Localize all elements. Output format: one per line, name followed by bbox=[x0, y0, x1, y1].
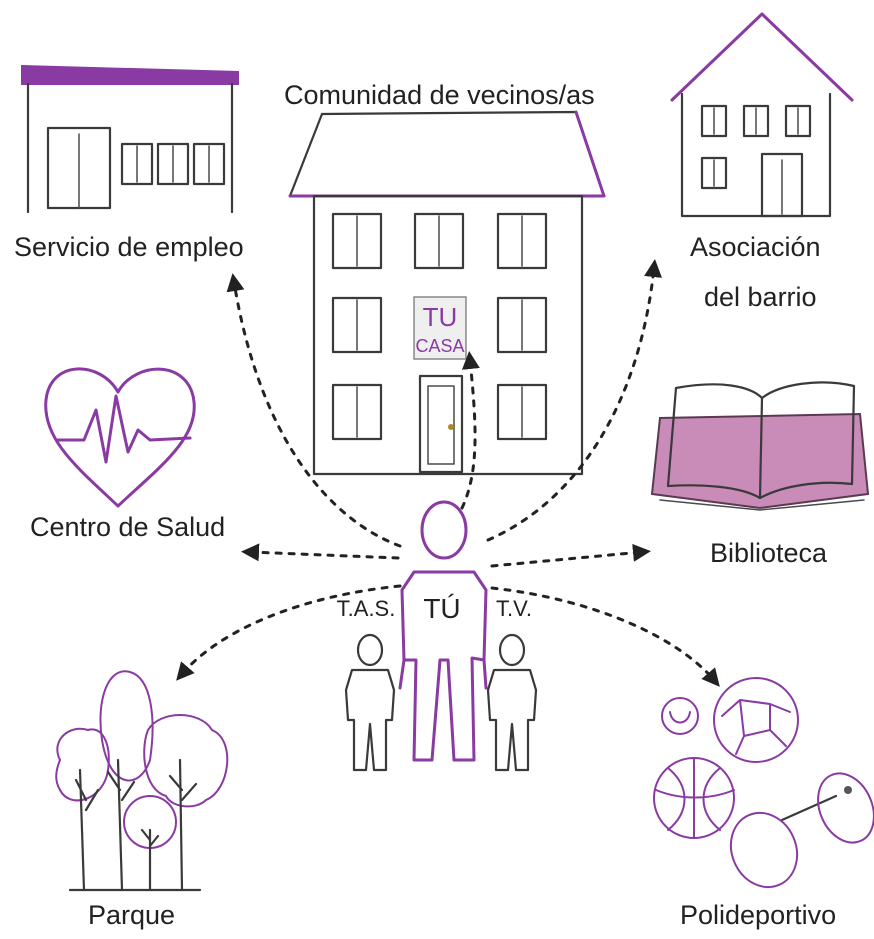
label-servicio-empleo: Servicio de empleo bbox=[14, 232, 244, 262]
label-parque: Parque bbox=[88, 900, 175, 930]
person-tas-figure bbox=[344, 633, 396, 772]
arrow-to-employment bbox=[226, 273, 402, 548]
trees-park-icon bbox=[55, 670, 229, 892]
arrow-to-health bbox=[241, 543, 400, 562]
label-tv: T.V. bbox=[496, 596, 532, 621]
employment-service-building-icon bbox=[21, 64, 239, 214]
label-comunidad: Comunidad de vecinos/as bbox=[284, 80, 595, 110]
apartment-building-icon bbox=[288, 110, 606, 476]
label-asociacion-line1: Asociación bbox=[690, 232, 821, 262]
label-biblioteca: Biblioteca bbox=[710, 538, 828, 568]
person-tv-figure bbox=[486, 633, 538, 772]
person-tu-figure bbox=[398, 500, 488, 762]
label-tu-casa-line2: CASA bbox=[415, 336, 464, 356]
label-tas: T.A.S. bbox=[337, 596, 396, 621]
book-library-icon bbox=[650, 381, 870, 511]
label-asociacion-line2: del barrio bbox=[704, 282, 817, 312]
neighborhood-association-house-icon bbox=[670, 12, 854, 218]
arrow-to-house bbox=[460, 351, 480, 510]
arrow-to-park bbox=[176, 584, 402, 681]
label-centro-salud: Centro de Salud bbox=[30, 512, 225, 542]
heart-health-icon bbox=[44, 367, 196, 508]
connection-arrows bbox=[176, 259, 720, 687]
label-polideportivo: Polideportivo bbox=[680, 900, 836, 930]
arrow-to-library bbox=[490, 543, 651, 568]
sports-equipment-icon bbox=[653, 677, 874, 889]
label-tu-casa-line1: TU bbox=[423, 302, 458, 332]
arrow-to-sports bbox=[490, 586, 720, 687]
tu-casa-sign bbox=[413, 296, 467, 360]
arrow-to-association bbox=[486, 259, 662, 542]
label-tu: TÚ bbox=[423, 593, 460, 624]
